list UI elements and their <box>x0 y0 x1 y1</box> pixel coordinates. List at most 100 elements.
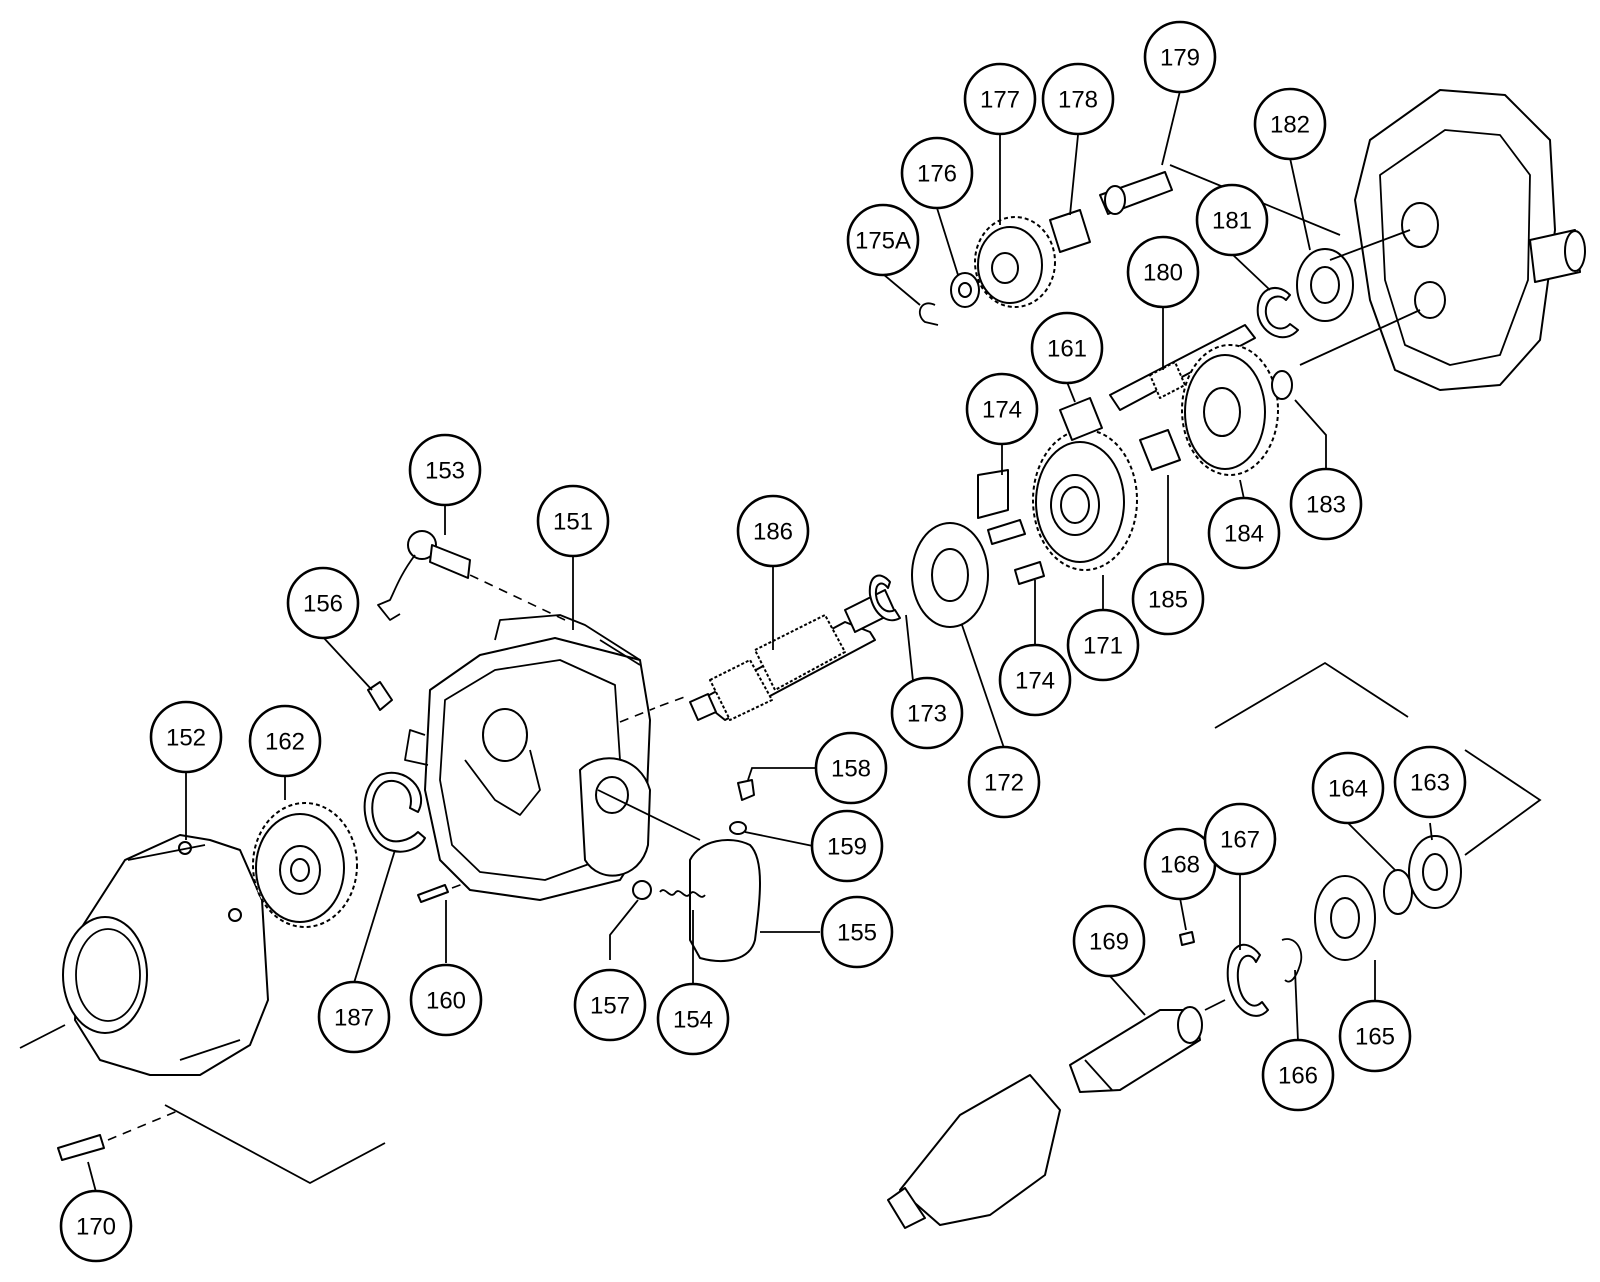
callout-179: 179 <box>1143 20 1217 94</box>
callout-166: 166 <box>1261 1038 1335 1112</box>
callout-label: 169 <box>1089 929 1129 956</box>
callout-label: 180 <box>1143 260 1183 287</box>
callout-label: 163 <box>1410 770 1450 797</box>
callout-label: 157 <box>590 993 630 1020</box>
part-155-cover <box>689 839 761 962</box>
part-165-bearing <box>1314 875 1376 961</box>
callout-circle <box>317 980 391 1054</box>
callout-156: 156 <box>286 566 360 640</box>
callout-155: 155 <box>820 895 894 969</box>
callout-label: 181 <box>1212 208 1252 235</box>
callout-label: 151 <box>553 509 593 536</box>
callout-circle <box>1207 496 1281 570</box>
callout-187: 187 <box>317 980 391 1054</box>
callout-165: 165 <box>1338 999 1412 1073</box>
callout-label: 165 <box>1355 1024 1395 1051</box>
callout-circle <box>149 700 223 774</box>
callout-186: 186 <box>736 494 810 568</box>
callout-label: 182 <box>1270 112 1310 139</box>
callout-circle <box>963 62 1037 136</box>
part-158-screw <box>737 779 755 801</box>
chuck <box>887 1074 1061 1229</box>
part-163-bearing <box>1408 835 1462 909</box>
callout-circle <box>890 676 964 750</box>
callout-circle <box>286 566 360 640</box>
callout-154: 154 <box>656 982 730 1056</box>
callout-circle <box>1041 62 1115 136</box>
callout-label: 184 <box>1224 521 1264 548</box>
parts-drawing <box>19 89 1586 1229</box>
callout-circle <box>1393 745 1467 819</box>
part-157-ball <box>632 880 652 900</box>
callout-175A: 175A <box>846 203 920 277</box>
callout-163: 163 <box>1393 745 1467 819</box>
callout-circle <box>965 372 1039 446</box>
callout-label: 174 <box>982 397 1022 424</box>
part-172-washer <box>911 522 989 628</box>
callout-151: 151 <box>536 484 610 558</box>
callout-label: 162 <box>265 729 305 756</box>
part-183-washer <box>1271 370 1293 400</box>
callout-label: 152 <box>166 725 206 752</box>
callout-159: 159 <box>810 809 884 883</box>
callout-label: 187 <box>334 1005 374 1032</box>
callout-158: 158 <box>814 731 888 805</box>
callout-label: 170 <box>76 1214 116 1241</box>
part-gear-housing <box>1354 89 1586 391</box>
callout-label: 164 <box>1328 776 1368 803</box>
callout-circle <box>736 494 810 568</box>
callout-174a: 174 <box>965 372 1039 446</box>
callout-167: 167 <box>1203 802 1277 876</box>
callout-label: 174 <box>1015 668 1055 695</box>
callout-label: 161 <box>1047 336 1087 363</box>
callout-171: 171 <box>1066 608 1140 682</box>
callout-label: 160 <box>426 988 466 1015</box>
part-162-gear <box>252 802 358 928</box>
callout-circle <box>656 982 730 1056</box>
callout-label: 172 <box>984 770 1024 797</box>
part-169-spindle <box>1069 1006 1203 1093</box>
callout-label: 176 <box>917 161 957 188</box>
callout-circle <box>820 895 894 969</box>
part-181-ring <box>1256 286 1299 339</box>
callout-label: 173 <box>907 701 947 728</box>
callout-162: 162 <box>248 704 322 778</box>
callout-circle <box>59 1189 133 1263</box>
part-160-pin <box>417 884 449 903</box>
part-174-key-upper <box>977 469 1009 519</box>
callout-circle <box>1131 562 1205 636</box>
part-182-bearing <box>1296 248 1354 322</box>
callout-152: 152 <box>149 700 223 774</box>
callout-circle <box>1253 87 1327 161</box>
part-156-fitting <box>367 681 393 711</box>
callout-circle <box>1072 904 1146 978</box>
part-177-gear <box>974 216 1056 308</box>
part-187-ring <box>363 771 426 853</box>
callout-164: 164 <box>1311 751 1385 825</box>
callout-label: 185 <box>1148 587 1188 614</box>
callout-label: 153 <box>425 458 465 485</box>
callout-circle <box>573 968 647 1042</box>
callout-153: 153 <box>408 433 482 507</box>
callout-circle <box>1066 608 1140 682</box>
callout-label: 156 <box>303 591 343 618</box>
part-174-key-lower <box>1014 561 1045 585</box>
part-175A-clip <box>918 302 939 326</box>
callout-circle <box>1195 183 1269 257</box>
callout-170: 170 <box>59 1189 133 1263</box>
callout-circle <box>1261 1038 1335 1112</box>
callout-circle <box>967 745 1041 819</box>
callout-circle <box>1030 311 1104 385</box>
part-186-shaft <box>689 589 896 721</box>
callout-label: 168 <box>1160 852 1200 879</box>
callout-178: 178 <box>1041 62 1115 136</box>
callout-circle <box>814 731 888 805</box>
part-178-bushing <box>1049 209 1091 253</box>
callout-circle <box>409 963 483 1037</box>
callout-172: 172 <box>967 745 1041 819</box>
callout-182: 182 <box>1253 87 1327 161</box>
callout-169: 169 <box>1072 904 1146 978</box>
callout-label: 177 <box>980 87 1020 114</box>
